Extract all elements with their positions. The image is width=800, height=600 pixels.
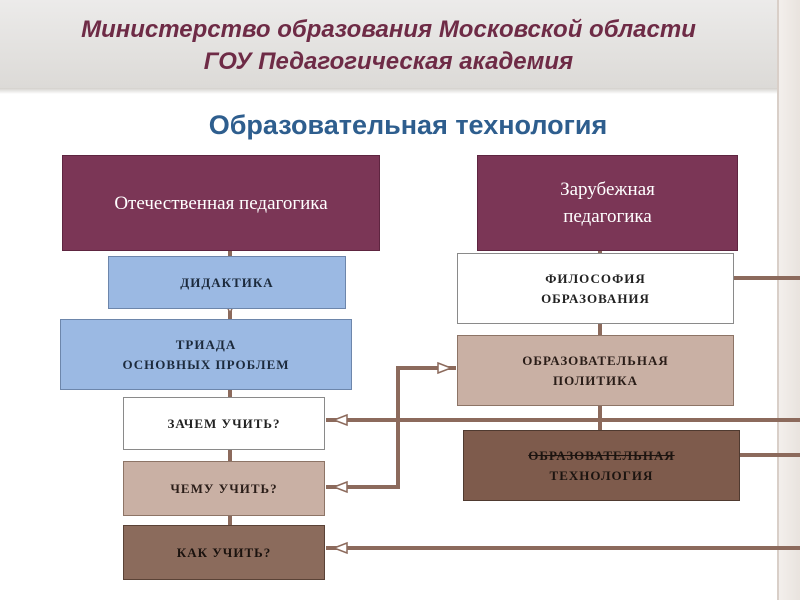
philosophy-label-line1: ФИЛОСОФИЯ xyxy=(545,270,646,286)
triad-label-line2: ОСНОВНЫХ ПРОБЛЕМ xyxy=(122,356,290,372)
header-shadow xyxy=(0,88,777,94)
technology-label-line1: ОБРАЗОВАТЕЛЬНАЯ xyxy=(528,447,675,463)
why-teach-box: ЗАЧЕМ УЧИТЬ? xyxy=(123,397,325,450)
how-teach-box: КАК УЧИТЬ? xyxy=(123,525,325,580)
arrow-policy xyxy=(437,361,454,375)
triad-label-line1: ТРИАДА xyxy=(175,336,237,352)
what-teach-box: ЧЕМУ УЧИТЬ? xyxy=(123,461,325,516)
header-band xyxy=(0,0,777,88)
philosophy-label-line2: ОБРАЗОВАНИЯ xyxy=(541,290,650,306)
how-teach-label: КАК УЧИТЬ? xyxy=(176,544,272,560)
didactics-box: ДИДАКТИКА xyxy=(108,256,346,309)
domestic-pedagogy-box: Отечественная педагогика xyxy=(62,155,380,251)
didactics-label: ДИДАКТИКА xyxy=(180,274,274,290)
technology-label-line2: ТЕХНОЛОГИЯ xyxy=(549,467,654,483)
policy-what-loop xyxy=(326,366,456,489)
foreign-pedagogy-box: Зарубежная педагогика xyxy=(477,155,738,251)
right-decor-stripe xyxy=(777,0,800,600)
domestic-pedagogy-label: Отечественная педагогика xyxy=(114,192,328,214)
arrow-how xyxy=(331,541,348,555)
arrow-why xyxy=(331,413,348,427)
policy-box: ОБРАЗОВАТЕЛЬНАЯ ПОЛИТИКА xyxy=(457,335,734,406)
what-teach-label: ЧЕМУ УЧИТЬ? xyxy=(170,480,278,496)
technology-box: ОБРАЗОВАТЕЛЬНАЯ ТЕХНОЛОГИЯ xyxy=(463,430,740,501)
policy-label-line2: ПОЛИТИКА xyxy=(553,372,638,388)
triad-box: ТРИАДА ОСНОВНЫХ ПРОБЛЕМ xyxy=(60,319,352,390)
philosophy-box: ФИЛОСОФИЯ ОБРАЗОВАНИЯ xyxy=(457,253,734,324)
arrow-what xyxy=(331,480,348,494)
header-academy: ГОУ Педагогическая академия xyxy=(203,48,574,75)
diagram-title: Образовательная технология xyxy=(208,110,608,140)
policy-label-line1: ОБРАЗОВАТЕЛЬНАЯ xyxy=(522,352,669,368)
why-teach-label: ЗАЧЕМ УЧИТЬ? xyxy=(167,415,281,431)
foreign-pedagogy-line1: Зарубежная xyxy=(560,179,655,200)
foreign-pedagogy-line2: педагогика xyxy=(563,206,652,227)
header-ministry: Министерство образования Московской обла… xyxy=(81,16,696,43)
